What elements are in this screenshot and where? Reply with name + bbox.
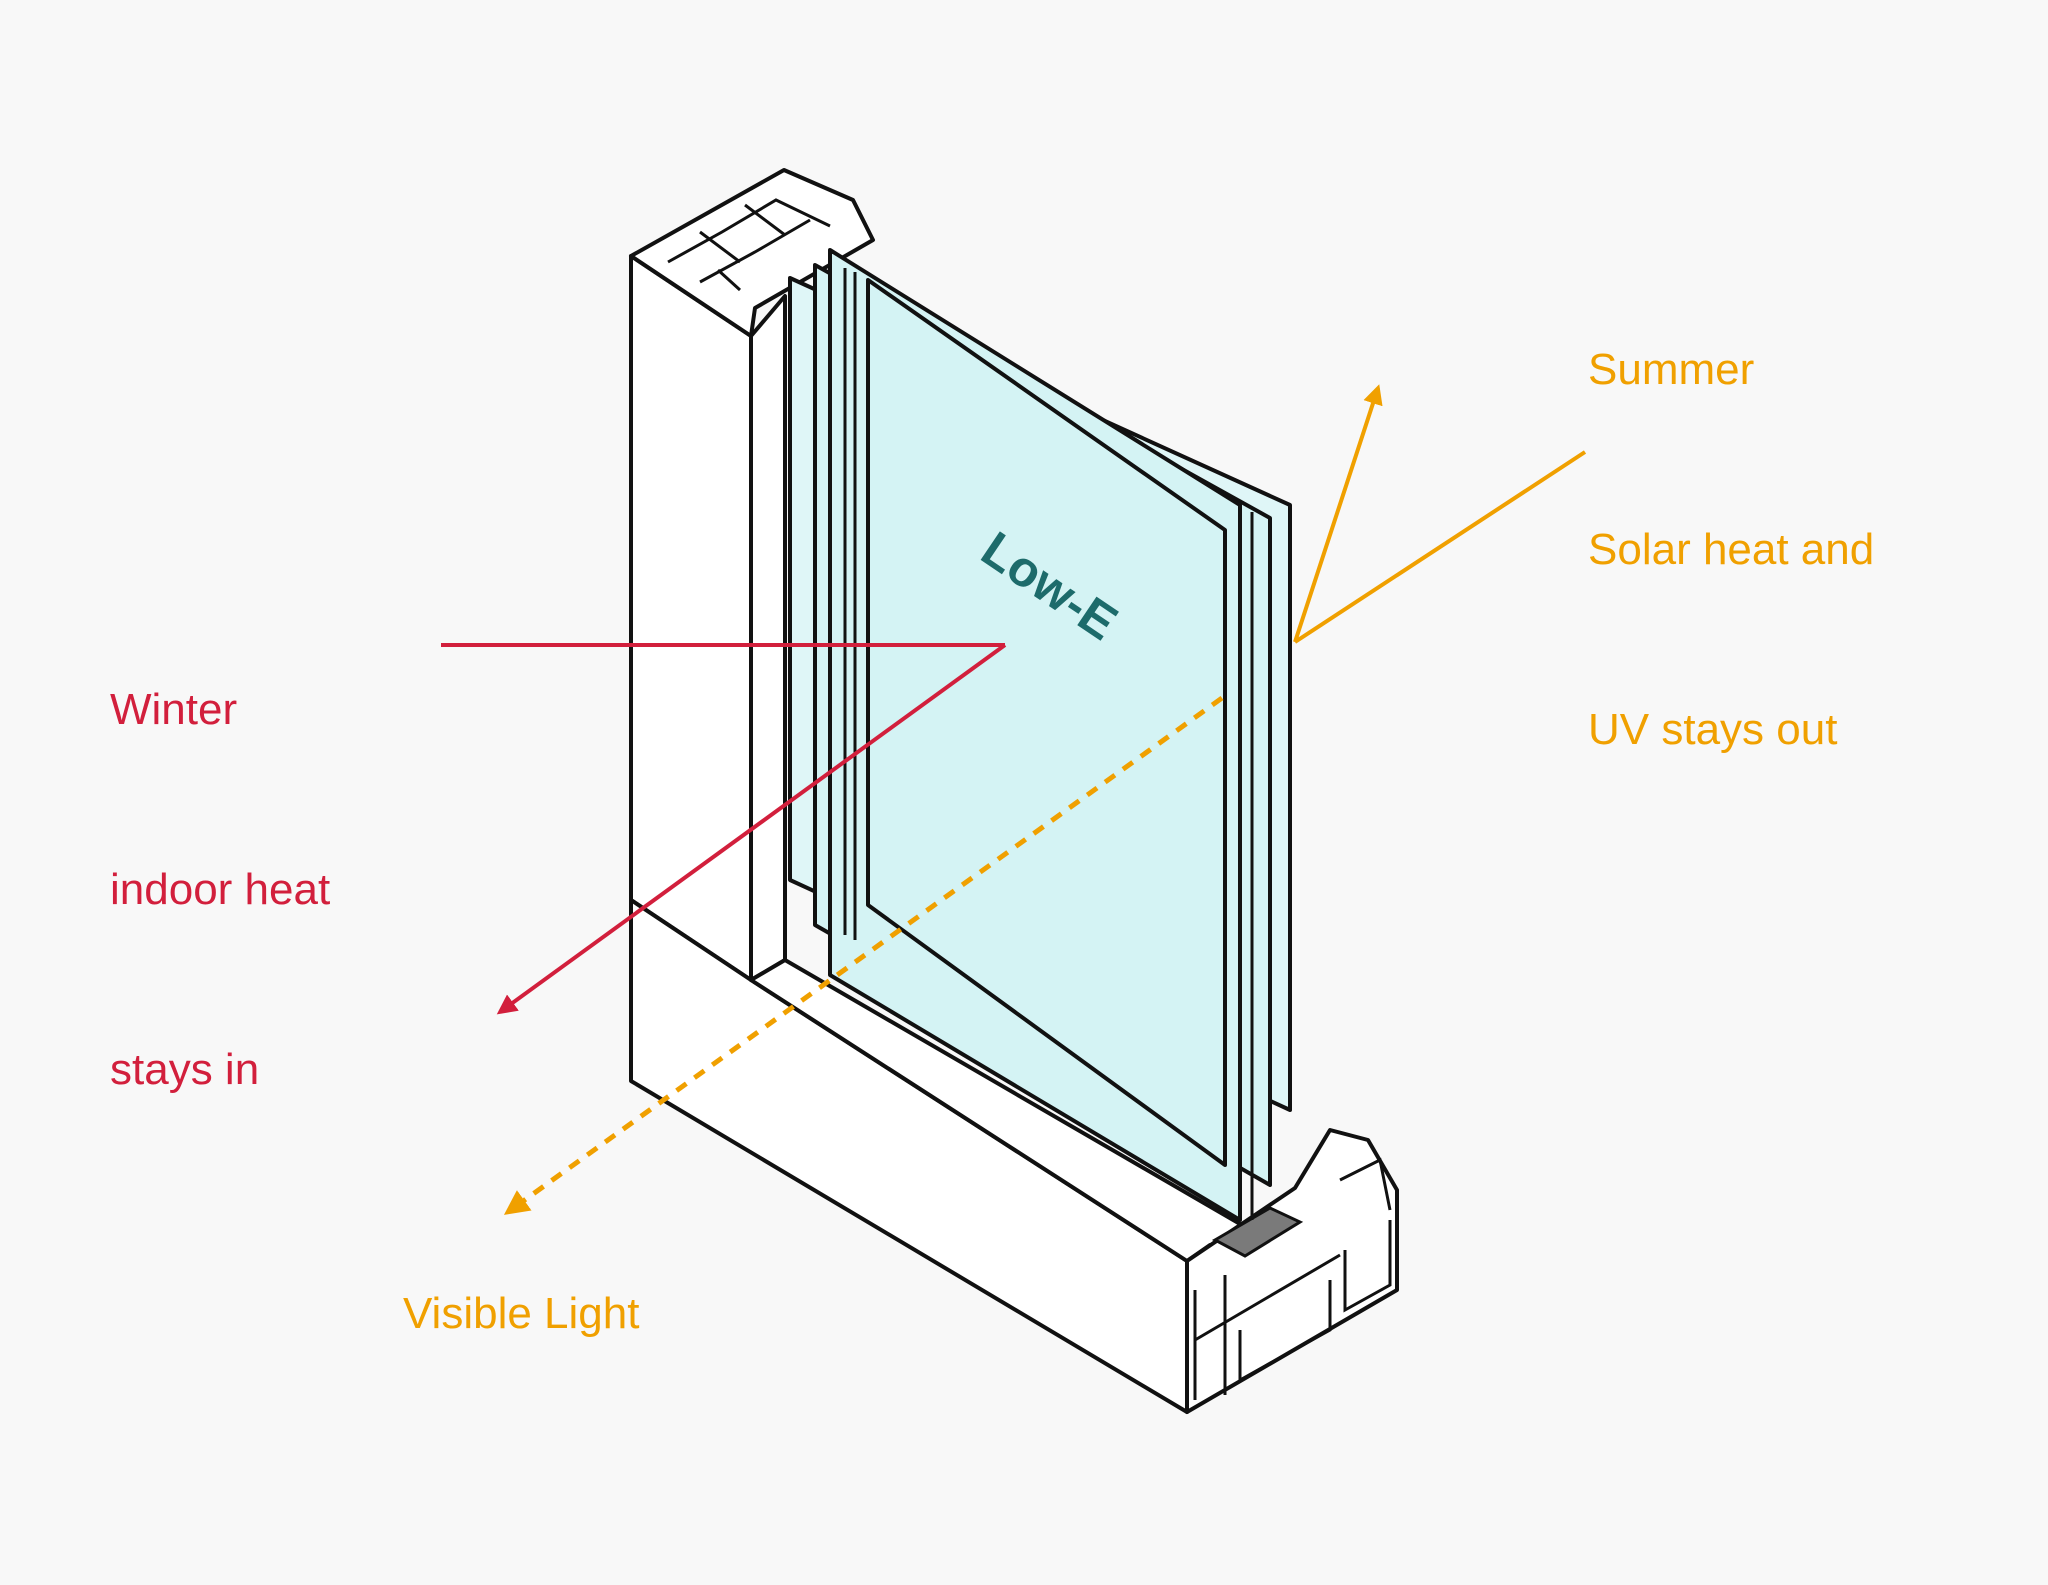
summer-arrows (1293, 384, 1587, 644)
winter-label-line-2: indoor heat (110, 865, 331, 914)
summer-label-line-1: Summer (1588, 345, 1755, 394)
winter-reflected-arrow (496, 643, 1007, 1015)
glass-core (866, 278, 1227, 1167)
summer-label-line-3: UV stays out (1588, 705, 1838, 754)
top-cap-chambers (667, 198, 831, 292)
glass-unit (788, 248, 1292, 1222)
summer-reflected-arrow (1293, 384, 1383, 643)
winter-label: Winter indoor heat stays in (110, 560, 330, 1160)
visible-light-arrow (503, 695, 1224, 1215)
summer-incoming-line (1293, 450, 1587, 644)
sill-chambers (1193, 1157, 1392, 1400)
summer-label-line-2: Solar heat and (1588, 525, 1875, 574)
winter-label-line-3: stays in (110, 1045, 260, 1094)
visible-light-label: Visible Light (403, 1289, 640, 1338)
frame-post-inner (749, 294, 787, 982)
winter-label-line-1: Winter (110, 685, 238, 734)
winter-arrows (441, 643, 1007, 1015)
summer-label: Summer Solar heat and UV stays out (1588, 220, 1874, 820)
window-frame (629, 168, 1399, 1414)
glass-edges (843, 268, 1254, 1220)
